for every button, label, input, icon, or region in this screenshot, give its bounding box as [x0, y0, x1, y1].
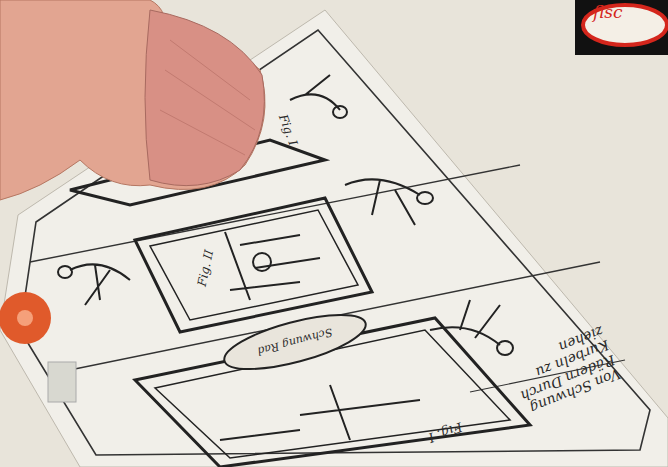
hand: [0, 0, 265, 200]
frame-fig2: [135, 198, 372, 332]
logo-text: fisc: [593, 2, 623, 22]
orange-part: [0, 292, 76, 402]
logo-box: [575, 0, 668, 55]
panel-line: [30, 165, 520, 262]
